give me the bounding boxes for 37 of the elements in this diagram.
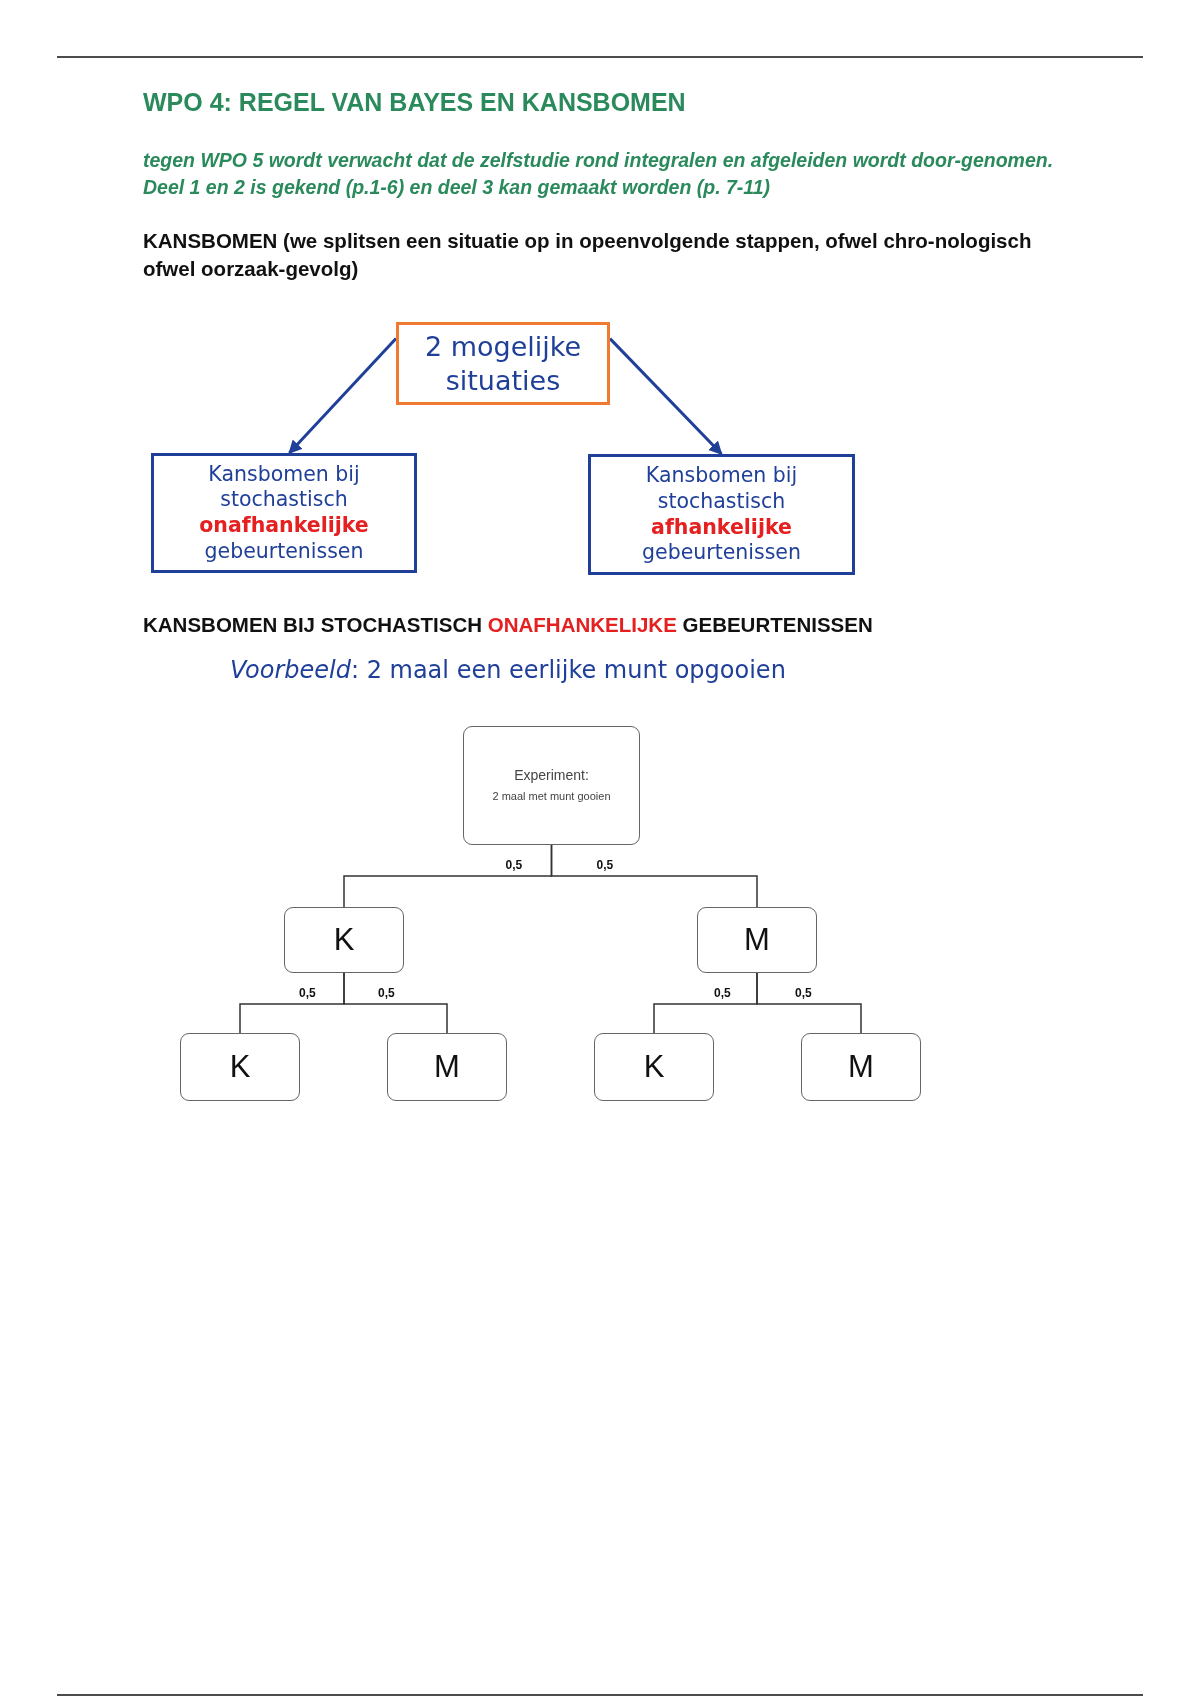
outcome-label: M [434,1047,460,1086]
connector-line [756,972,862,1034]
outcome-box [284,907,404,973]
page-title: WPO 4: REGEL VAN BAYES EN KANSBOMEN [143,88,686,117]
node-text: Experiment: [514,766,589,785]
probability-label: 0,5 [377,986,396,1000]
outcome-label: M [744,920,770,959]
outcome-label: K [229,1047,251,1086]
example-text: Voorbeeld: 2 maal een eerlijke munt opgooien [230,656,787,684]
probability-label: 0,5 [504,858,524,872]
category-box [151,453,417,573]
probability-label: 0,5 [298,986,317,1000]
outcome-box [387,1033,507,1101]
section-paragraph: KANSBOMEN (we splitsen een situatie op in opeenvolgende stappen, ofwel chro-nologisch ofwel oorzaak-gevolg) [143,228,1033,282]
outcome-box [697,907,817,973]
arrow [288,337,398,455]
experiment-box [463,726,640,845]
connector-line [343,972,448,1034]
outcome-label: K [643,1047,665,1086]
node-text: Kansbomen bij stochastisch afhankelijke gebeurtenissen [641,463,802,566]
probability-label: 0,5 [794,986,813,1000]
outcome-box [801,1033,921,1101]
section-heading: KANSBOMEN BIJ STOCHASTISCH ONAFHANKELIJKE GEBEURTENISSEN [143,613,874,637]
note-paragraph: tegen WPO 5 wordt verwacht dat de zelfstudie rond integralen en afgeleiden wordt door-genomen. Deel 1 en 2 is gekend (p.1-6) en deel 3 kan gemaakt worden (p. 7-11) [143,148,1055,200]
situation-box [396,322,610,405]
category-box [588,454,855,575]
connector-line [550,844,758,908]
probability-label: 0,5 [595,858,615,872]
probability-label: 0,5 [713,986,732,1000]
node-text: 2 maal met munt gooien [492,790,611,805]
outcome-label: K [333,920,355,959]
outcome-box [180,1033,300,1101]
node-text: 2 mogelijke situaties [423,329,583,398]
node-text: Kansbomen bij stochastisch onafhankelijke gebeurtenissen [198,461,370,565]
outcome-label: M [848,1047,874,1086]
outcome-box [594,1033,714,1101]
arrow [608,337,723,456]
